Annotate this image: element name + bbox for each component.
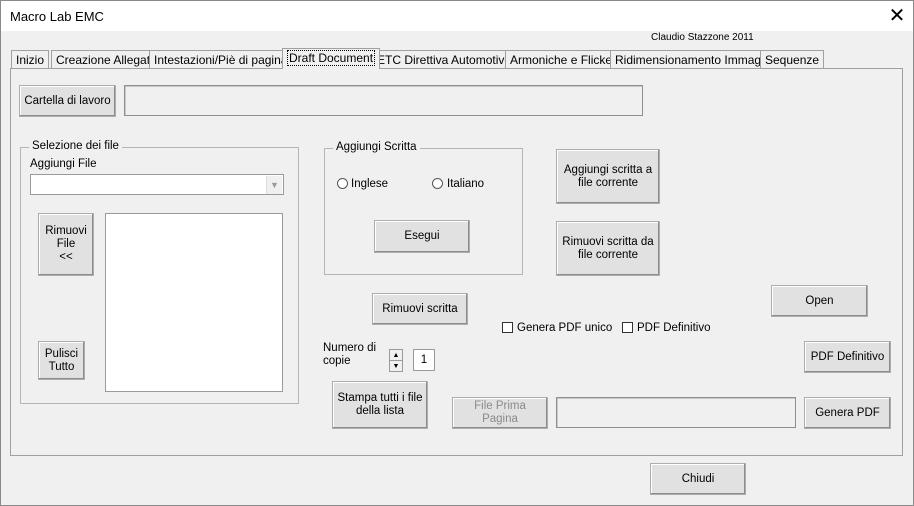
radio-italian-label: Italiano <box>447 178 484 190</box>
remove-text-current-file-button[interactable]: Rimuovi scritta da file corrente <box>556 221 660 276</box>
copies-label: Numero di copie <box>323 342 376 368</box>
close-button[interactable]: Chiudi <box>650 463 746 495</box>
tab-ridimensionamento-immagini[interactable]: Ridimensionamento Immagini <box>610 50 778 68</box>
tab-intestazioni[interactable]: Intestazioni/Piè di pagina <box>149 50 292 68</box>
copies-spinner[interactable]: ▲ ▼ <box>389 349 403 372</box>
generate-single-pdf-label: Genera PDF unico <box>517 322 612 334</box>
tab-draft-document[interactable]: Draft Document <box>282 48 380 69</box>
title-bar: Macro Lab EMC ✕ <box>1 1 913 31</box>
workdir-path-field[interactable] <box>124 85 643 116</box>
add-text-label: Aggiungi Scritta <box>333 141 420 153</box>
tab-etc-direttiva-automotive[interactable]: ETC Direttiva Automotive <box>372 50 516 68</box>
first-page-file-button[interactable]: File Prima Pagina <box>452 397 548 429</box>
open-button[interactable]: Open <box>771 285 868 317</box>
author-credit: Claudio Stazzone 2011 <box>651 32 754 43</box>
final-pdf-button[interactable]: PDF Definitivo <box>804 341 891 373</box>
chevron-down-icon[interactable]: ▼ <box>266 176 282 194</box>
final-pdf-checkbox-label: PDF Definitivo <box>637 322 711 334</box>
add-text-frame: Aggiungi Scritta <box>324 148 523 275</box>
remove-text-button[interactable]: Rimuovi scritta <box>372 293 468 325</box>
clear-all-button[interactable]: Pulisci Tutto <box>38 341 85 380</box>
tab-strip: Inizio Creazione Allegati Intestazioni/P… <box>11 48 901 68</box>
execute-button[interactable]: Esegui <box>374 220 470 253</box>
tab-creazione-allegati[interactable]: Creazione Allegati <box>51 50 158 68</box>
spin-down-icon[interactable]: ▼ <box>390 361 402 372</box>
generate-single-pdf-checkbox[interactable] <box>502 322 513 333</box>
remove-file-button[interactable]: Rimuovi File << <box>38 213 94 276</box>
add-file-label: Aggiungi File <box>30 158 96 170</box>
tab-armoniche-flicker[interactable]: Armoniche e Flicker <box>505 50 621 68</box>
file-list[interactable] <box>105 213 283 392</box>
generate-pdf-button[interactable]: Genera PDF <box>804 397 891 429</box>
radio-english-label: Inglese <box>351 178 388 190</box>
add-text-current-file-button[interactable]: Aggiungi scritta a file corrente <box>556 149 660 204</box>
radio-italian[interactable] <box>432 178 443 189</box>
close-window-icon[interactable]: ✕ <box>881 4 913 28</box>
tab-sequenze[interactable]: Sequenze <box>760 50 824 68</box>
first-page-path-field[interactable] <box>556 397 796 428</box>
window-title: Macro Lab EMC <box>10 9 104 24</box>
print-all-button[interactable]: Stampa tutti i file della lista <box>332 381 428 429</box>
add-file-combo[interactable]: ▼ <box>30 174 284 195</box>
file-selection-label: Selezione dei file <box>29 140 122 152</box>
copies-field[interactable]: 1 <box>413 349 435 371</box>
radio-english[interactable] <box>337 178 348 189</box>
tab-inizio[interactable]: Inizio <box>11 50 49 68</box>
final-pdf-checkbox[interactable] <box>622 322 633 333</box>
spin-up-icon[interactable]: ▲ <box>390 350 402 361</box>
workdir-button[interactable]: Cartella di lavoro <box>19 85 116 117</box>
